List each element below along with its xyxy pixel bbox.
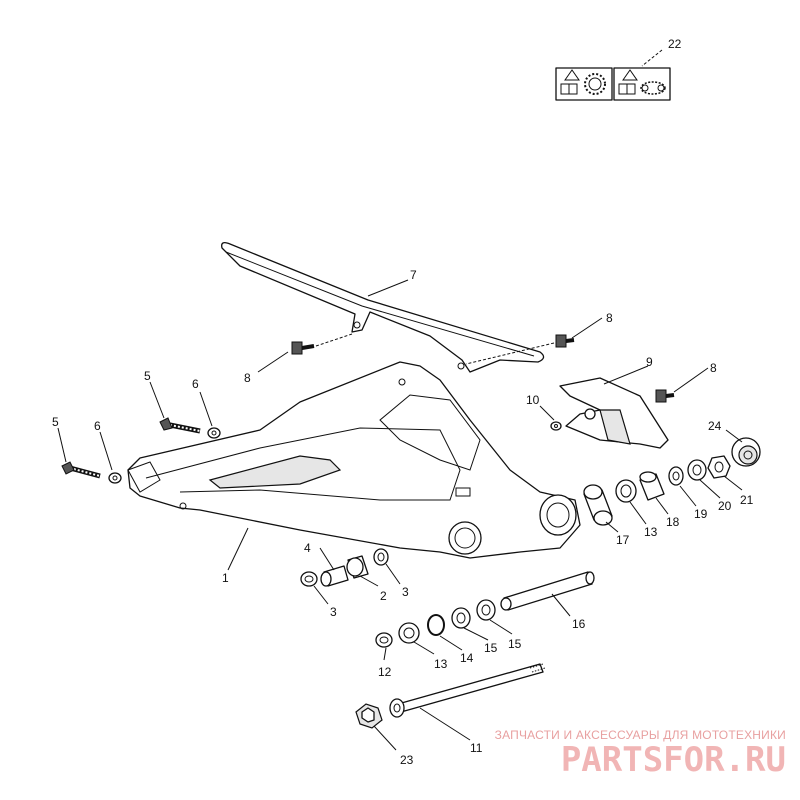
washer-19: [668, 466, 684, 486]
washer-3-left: [300, 571, 318, 587]
callout-22: 22: [668, 37, 682, 51]
callout-7: 7: [410, 268, 417, 282]
pivot-axle-11: [389, 663, 546, 718]
leader-lines: [57, 279, 743, 751]
callout-6-upper: 6: [192, 377, 199, 391]
warning-labels-22: [555, 49, 671, 101]
washer-10: [550, 421, 562, 431]
bolt-5-upper: [159, 417, 201, 434]
callout-24: 24: [708, 419, 722, 433]
bearing-2: [346, 555, 369, 579]
callout-9: 9: [646, 355, 653, 369]
callout-3-right: 3: [402, 585, 409, 599]
callout-23: 23: [400, 753, 414, 767]
washer-20: [687, 459, 707, 481]
nut-24: [731, 437, 761, 467]
axle-nut-23: [355, 703, 383, 729]
callout-10: 10: [526, 393, 540, 407]
callout-3-left: 3: [330, 605, 337, 619]
callout-20: 20: [718, 499, 732, 513]
callout-2: 2: [380, 589, 387, 603]
spacer-4: [320, 565, 349, 587]
washer-13-left: [398, 622, 420, 644]
callout-12: 12: [378, 665, 392, 679]
watermark-logo: PARTSFOR.RU: [560, 740, 786, 780]
callout-15-b: 15: [508, 637, 522, 651]
callout-5-lower: 5: [52, 415, 59, 429]
callout-18: 18: [666, 515, 680, 529]
callout-8-right: 8: [710, 361, 717, 375]
callout-11: 11: [470, 741, 483, 755]
washer-13-right: [615, 479, 637, 503]
washer-12: [375, 632, 393, 648]
watermark-tagline: ЗАПЧАСТИ И АКСЕССУАРЫ ДЛЯ МОТОТЕХНИКИ: [494, 728, 786, 742]
bolt-8-left: [291, 333, 353, 355]
callout-5-upper: 5: [144, 369, 151, 383]
callout-8-top: 8: [606, 311, 613, 325]
warning-manual-icon: [560, 69, 580, 95]
callout-13-left: 13: [434, 657, 448, 671]
callout-1: 1: [222, 571, 229, 585]
washer-15-b: [476, 599, 496, 621]
bolt-5-lower: [61, 461, 101, 479]
callout-6-lower: 6: [94, 419, 101, 433]
callout-8-left: 8: [244, 371, 251, 385]
swingarm-1: [127, 361, 581, 559]
washer-6-upper: [207, 427, 221, 439]
bolt-8-right-top: [465, 334, 575, 365]
washer-6-lower: [108, 472, 122, 484]
washer-3-right: [373, 548, 389, 566]
callout-21: 21: [740, 493, 754, 507]
spacer-18: [639, 471, 665, 501]
nut-21: [707, 455, 731, 479]
callout-15-a: 15: [484, 641, 498, 655]
washer-15-a: [451, 607, 471, 629]
callout-13-right: 13: [644, 525, 658, 539]
chain-icon: [640, 81, 666, 95]
watermark: ЗАПЧАСТИ И АКСЕССУАРЫ ДЛЯ МОТОТЕХНИКИ PA…: [495, 728, 786, 778]
callout-17: 17: [616, 533, 630, 547]
callout-14: 14: [460, 651, 474, 665]
callout-4: 4: [304, 541, 311, 555]
callout-16: 16: [572, 617, 586, 631]
callout-19: 19: [694, 507, 708, 521]
callout-numbers: 22 7 8 8 9 8 10 24 5 6 5 6 1 4 2 3 3 17 …: [52, 37, 754, 767]
warning-manual-icon: [618, 69, 638, 95]
chain-guide-9: [559, 377, 669, 449]
circlip-14: [427, 614, 445, 636]
chain-guard-7: [221, 242, 545, 373]
bolt-8-right: [655, 389, 675, 403]
spacer-17: [583, 484, 613, 526]
pivot-tube-16: [500, 571, 595, 611]
sprocket-icon: [584, 73, 606, 95]
